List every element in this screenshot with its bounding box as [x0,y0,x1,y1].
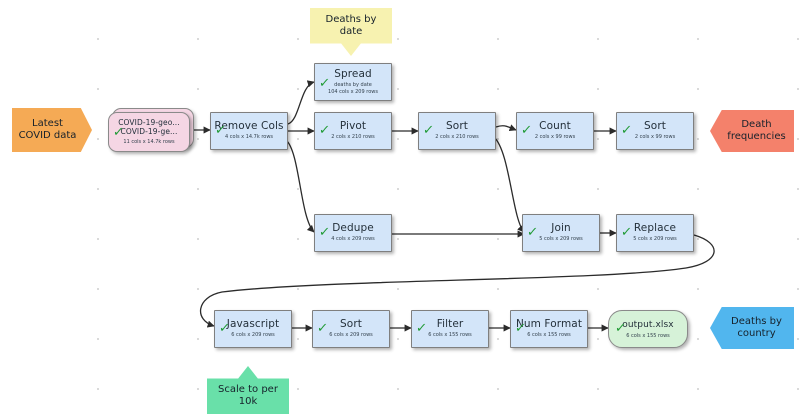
node-title: output.xlsx [622,319,674,330]
check-icon: ✓ [422,123,435,138]
node-title: Spread [334,68,372,81]
tag-latest-covid-data[interactable]: Latest COVID data [12,108,92,152]
edge-sort-1-to-join [493,136,525,233]
node-subtitle: 6 cols x 155 rows [626,332,670,339]
check-icon: ✓ [214,123,227,138]
node-subtitle: 2 cols x 210 rows [331,134,375,141]
node-remove-cols[interactable]: ✓ Remove Cols 4 cols x 14.7k rows [210,112,288,150]
check-icon: ✓ [415,321,428,336]
node-title-back: COVID-19-geo... [118,118,180,128]
check-icon: ✓ [614,321,627,336]
node-replace[interactable]: ✓ Replace 5 cols x 209 rows [616,214,694,252]
check-icon: ✓ [620,225,633,240]
node-title: Javascript [226,318,280,331]
node-subtitle: 6 cols x 155 rows [428,332,472,339]
node-title: Replace [633,222,677,235]
node-join[interactable]: ✓ Join 5 cols x 209 rows [522,214,600,252]
node-subtitle: deaths by date 104 cols x 209 rows [328,82,378,95]
node-subtitle: 6 cols x 209 rows [231,332,275,339]
check-icon: ✓ [316,321,329,336]
node-sort-3[interactable]: ✓ Sort 6 cols x 209 rows [312,310,390,348]
node-subtitle: 2 cols x 210 rows [435,134,479,141]
check-icon: ✓ [318,225,331,240]
tag-deaths-by-country[interactable]: Deaths by country [710,307,794,349]
tag-death-frequencies-label: Death frequencies [727,119,786,142]
node-num-format[interactable]: ✓ Num Format 6 cols x 155 rows [510,310,588,348]
node-subtitle: 5 cols x 209 rows [539,236,583,243]
node-title: Sort [340,318,362,331]
tag-death-frequencies[interactable]: Death frequencies [710,110,794,152]
check-icon: ✓ [520,123,533,138]
node-javascript[interactable]: ✓ Javascript 6 cols x 209 rows [214,310,292,348]
node-subtitle: 2 cols x 99 rows [634,134,676,141]
node-title: Dedupe [332,222,374,235]
check-icon: ✓ [318,76,331,91]
note-scale-to-per-10k-label: Scale to per 10k [218,383,278,408]
node-dedupe[interactable]: ✓ Dedupe 4 cols x 209 rows [314,214,392,252]
node-sort-2[interactable]: ✓ Sort 2 cols x 99 rows [616,112,694,150]
tag-latest-covid-data-label: Latest COVID data [18,118,77,141]
node-subtitle: 6 cols x 209 rows [329,332,373,339]
check-icon: ✓ [112,125,125,140]
node-title: Pivot [339,120,367,133]
check-icon: ✓ [620,123,633,138]
node-subtitle: 5 cols x 209 rows [633,236,677,243]
check-icon: ✓ [526,225,539,240]
note-deaths-by-date-label: Deaths by date [325,13,377,38]
node-title: Sort [446,120,468,133]
node-subtitle: 4 cols x 14.7k rows [224,134,274,141]
node-subtitle: 6 cols x 155 rows [527,332,571,339]
node-title: Count [539,120,571,133]
node-subtitle: 2 cols x 99 rows [534,134,576,141]
node-title: Num Format [515,318,583,331]
tag-deaths-by-country-label: Deaths by country [731,316,782,339]
node-title: Join [551,222,571,235]
check-icon: ✓ [514,321,527,336]
node-pivot[interactable]: ✓ Pivot 2 cols x 210 rows [314,112,392,150]
node-subtitle: 4 cols x 209 rows [331,236,375,243]
node-output-xlsx[interactable]: ✓ output.xlsx 6 cols x 155 rows [608,310,688,348]
node-count[interactable]: ✓ Count 2 cols x 99 rows [516,112,594,150]
node-spread[interactable]: ✓ Spread deaths by date 104 cols x 209 r… [314,63,392,101]
node-title-front: COVID-19-ge... [120,127,178,137]
edge-remove-cols-to-dedupe [285,139,315,233]
node-title: Remove Cols [214,120,284,133]
node-sort-1[interactable]: ✓ Sort 2 cols x 210 rows [418,112,496,150]
node-subtitle: 11 cols x 14.7k rows [123,139,175,146]
check-icon: ✓ [218,321,231,336]
node-filter[interactable]: ✓ Filter 6 cols x 155 rows [411,310,489,348]
edge-remove-cols-to-spread [287,80,315,125]
check-icon: ✓ [318,123,331,138]
note-scale-to-per-10k[interactable]: Scale to per 10k [207,366,289,414]
edge-sort-1-to-count [495,124,517,132]
note-deaths-by-date[interactable]: Deaths by date [310,8,392,56]
node-title: Filter [436,318,464,331]
node-title: Sort [644,120,666,133]
node-covid-19-geo-file[interactable]: ✓ COVID-19-geo... COVID-19-ge... 11 cols… [108,112,190,152]
